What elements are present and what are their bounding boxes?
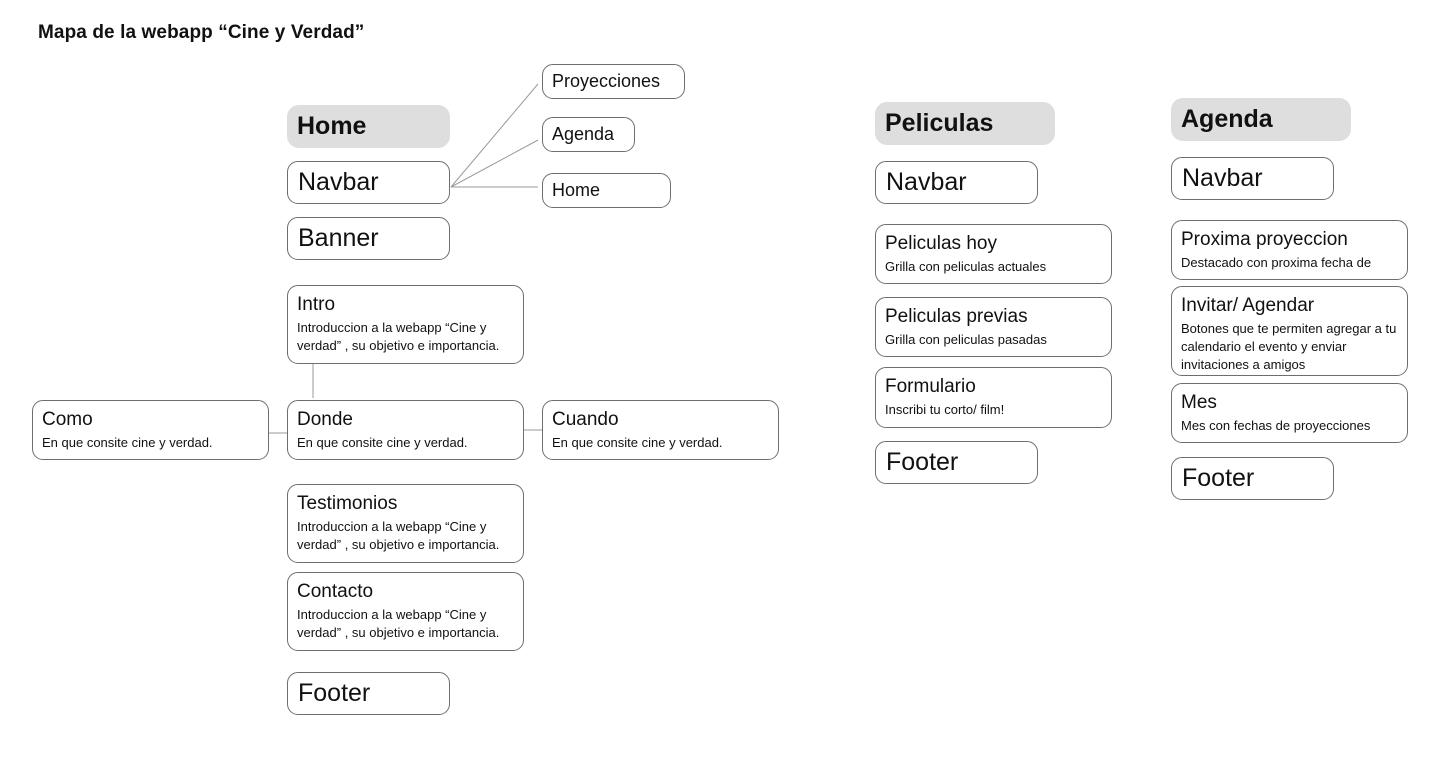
- home-donde-title: Donde: [297, 409, 353, 430]
- nav-link-agenda-label: Agenda: [552, 124, 615, 144]
- peliculas-previas-card: Peliculas previas Grilla con peliculas p…: [875, 297, 1112, 357]
- peliculas-formulario-desc: Inscribi tu corto/ film!: [885, 402, 1005, 417]
- home-intro-title: Intro: [297, 294, 336, 315]
- nav-link-proyecciones-label: Proyecciones: [552, 71, 661, 91]
- agenda-header: Agenda: [1171, 98, 1351, 141]
- agenda-footer-label: Footer: [1182, 464, 1255, 492]
- peliculas-navbar-label: Navbar: [886, 168, 967, 196]
- agenda-invitar-desc: Botones que te permiten agregar a tu cal…: [1181, 321, 1397, 372]
- agenda-mes-title: Mes: [1181, 392, 1217, 413]
- agenda-proxima-title: Proxima proyeccion: [1181, 229, 1348, 250]
- peliculas-header-label: Peliculas: [885, 109, 994, 137]
- nav-link-proyecciones-box: Proyecciones: [542, 64, 685, 99]
- peliculas-navbar-box: Navbar: [875, 161, 1038, 204]
- home-header-label: Home: [297, 112, 367, 140]
- home-cuando-title: Cuando: [552, 409, 619, 430]
- home-cuando-card: Cuando En que consite cine y verdad.: [542, 400, 779, 460]
- peliculas-hoy-title: Peliculas hoy: [885, 233, 997, 254]
- home-testimonios-desc: Introduccion a la webapp “Cine y verdad”…: [297, 519, 500, 552]
- peliculas-footer-label: Footer: [886, 448, 959, 476]
- connector-navbar-agenda: [450, 139, 539, 188]
- home-intro-card: Intro Introduccion a la webapp “Cine y v…: [287, 285, 524, 364]
- home-footer-label: Footer: [298, 679, 371, 707]
- connector-navbar-proyecciones: [450, 83, 539, 188]
- home-donde-desc: En que consite cine y verdad.: [297, 435, 468, 450]
- agenda-mes-desc: Mes con fechas de proyecciones: [1181, 418, 1371, 433]
- nav-link-agenda-box: Agenda: [542, 117, 635, 152]
- agenda-footer-box: Footer: [1171, 457, 1334, 500]
- page-title: Mapa de la webapp “Cine y Verdad”: [38, 22, 365, 43]
- home-intro-desc: Introduccion a la webapp “Cine y verdad”…: [297, 320, 500, 353]
- home-testimonios-title: Testimonios: [297, 493, 398, 514]
- nav-link-home-label: Home: [552, 180, 601, 200]
- agenda-navbar-box: Navbar: [1171, 157, 1334, 200]
- home-como-card: Como En que consite cine y verdad.: [32, 400, 269, 460]
- home-contacto-card: Contacto Introduccion a la webapp “Cine …: [287, 572, 524, 651]
- peliculas-previas-desc: Grilla con peliculas pasadas: [885, 332, 1047, 347]
- agenda-invitar-card: Invitar/ Agendar Botones que te permiten…: [1171, 286, 1408, 376]
- home-contacto-desc: Introduccion a la webapp “Cine y verdad”…: [297, 607, 500, 640]
- home-donde-card: Donde En que consite cine y verdad.: [287, 400, 524, 460]
- agenda-proxima-card: Proxima proyeccion Destacado con proxima…: [1171, 220, 1408, 280]
- home-banner-box: Banner: [287, 217, 450, 260]
- home-como-title: Como: [42, 409, 93, 430]
- home-contacto-title: Contacto: [297, 581, 374, 602]
- home-navbar-label: Navbar: [298, 168, 379, 196]
- peliculas-header: Peliculas: [875, 102, 1055, 145]
- home-cuando-desc: En que consite cine y verdad.: [552, 435, 723, 450]
- home-banner-label: Banner: [298, 224, 379, 252]
- home-como-desc: En que consite cine y verdad.: [42, 435, 213, 450]
- agenda-invitar-title: Invitar/ Agendar: [1181, 295, 1315, 316]
- home-header: Home: [287, 105, 450, 148]
- home-footer-box: Footer: [287, 672, 450, 715]
- peliculas-formulario-card: Formulario Inscribi tu corto/ film!: [875, 367, 1112, 428]
- peliculas-previas-title: Peliculas previas: [885, 306, 1028, 327]
- peliculas-footer-box: Footer: [875, 441, 1038, 484]
- agenda-navbar-label: Navbar: [1182, 164, 1263, 192]
- agenda-mes-card: Mes Mes con fechas de proyecciones: [1171, 383, 1408, 443]
- peliculas-hoy-desc: Grilla con peliculas actuales: [885, 259, 1047, 274]
- home-navbar-box: Navbar: [287, 161, 450, 204]
- home-testimonios-card: Testimonios Introduccion a la webapp “Ci…: [287, 484, 524, 563]
- nav-link-home-box: Home: [542, 173, 671, 208]
- agenda-header-label: Agenda: [1181, 105, 1273, 133]
- peliculas-formulario-title: Formulario: [885, 376, 976, 397]
- agenda-proxima-desc: Destacado con proxima fecha de: [1181, 255, 1372, 270]
- peliculas-hoy-card: Peliculas hoy Grilla con peliculas actua…: [875, 224, 1112, 284]
